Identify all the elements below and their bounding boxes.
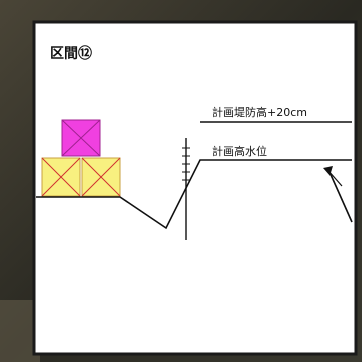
high-water-label: 計画高水位 xyxy=(212,144,267,158)
stacked-boxes xyxy=(41,119,121,197)
levee-height-label: 計画堤防高+20cm xyxy=(212,105,307,119)
section-label: 区間⑫ xyxy=(50,45,92,62)
box-bottom-right xyxy=(81,157,121,197)
box-bottom-left xyxy=(41,157,81,197)
levee-right-slope xyxy=(327,167,353,223)
ground-profile-line xyxy=(36,159,352,230)
box-top xyxy=(61,119,101,157)
staff-gauge-icon xyxy=(182,138,190,240)
triangle-marker-icon xyxy=(323,166,343,187)
